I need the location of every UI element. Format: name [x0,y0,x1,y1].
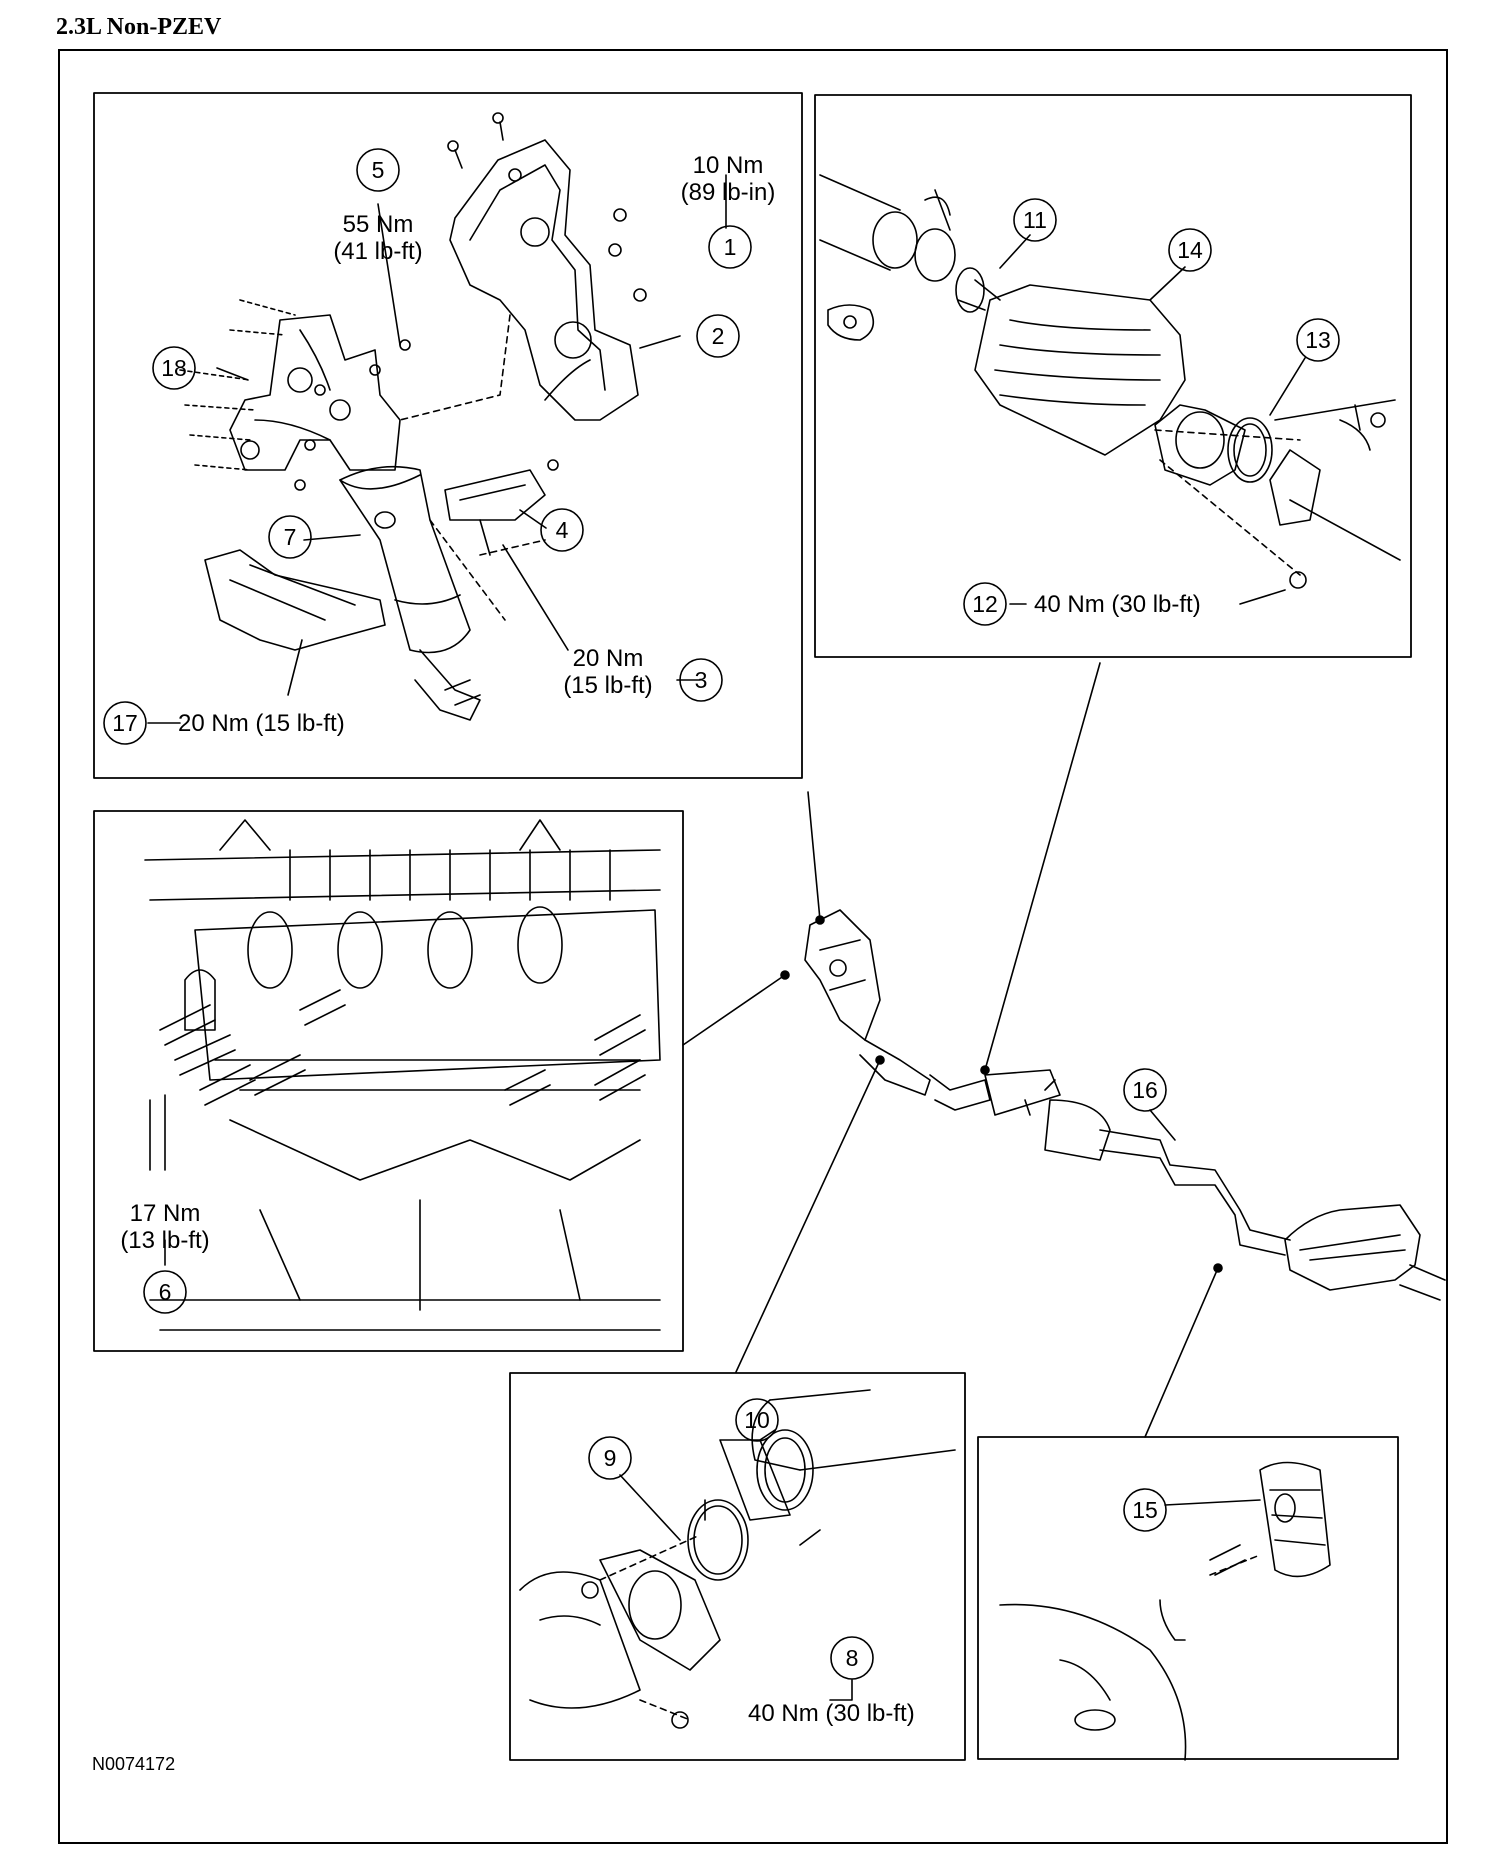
torque-1-nm: 10 Nm [692,152,764,179]
heat-shield [449,139,639,421]
overview-exhaust [682,662,1446,1438]
exhaust-manifold [229,314,401,471]
callout-14: 14 [1177,237,1203,263]
callout-4: 4 [555,517,569,543]
callout-17: 17 [112,710,138,736]
rubber-insulator [1259,1461,1331,1578]
torque-5-imp: (41 lb-ft) [333,238,423,265]
torque-3-imp: (15 lb-ft) [563,672,653,699]
torque-label-5: 55 Nm (41 lb-ft) [318,211,438,265]
torque-label-3: 20 Nm (15 lb-ft) [548,645,668,699]
callout-16: 16 [1132,1077,1158,1103]
torque-5-nm: 55 Nm [342,211,414,238]
callout-5: 5 [371,157,385,183]
panel-manifold [93,92,803,779]
pipe-10-end [756,1429,814,1511]
torque-label-6: 17 Nm (13 lb-ft) [100,1200,230,1254]
panel-insulator [977,1436,1399,1761]
torque-1-imp: (89 lb-in) [680,179,776,206]
panel-converter [814,94,1412,658]
torque-label-12: 40 Nm (30 lb-ft) [1034,591,1201,618]
callout-6: 6 [158,1279,172,1305]
callout-11: 11 [1023,207,1047,233]
callout-9: 9 [603,1445,617,1471]
gasket-9 [687,1499,749,1581]
converter-body [974,284,1186,456]
torque-label-1: 10 Nm (89 lb-in) [668,152,788,206]
lower-heat-shield [204,549,386,651]
panel-flange [509,1372,966,1761]
callout-13: 13 [1305,327,1331,353]
callout-3: 3 [694,667,708,693]
callout-2: 2 [711,323,725,349]
figure-id: N0074172 [92,1754,176,1774]
panel-engine [93,810,684,1352]
callout-1: 1 [723,234,737,260]
callout-8: 8 [845,1645,859,1671]
callout-7: 7 [283,524,297,550]
bracket [444,469,546,521]
torque-6-nm: 17 Nm [129,1200,201,1227]
torque-6-imp: (13 lb-ft) [120,1227,210,1254]
callout-12: 12 [972,591,998,617]
catalyst-converter [339,465,471,654]
page-title: 2.3L Non-PZEV [56,14,222,40]
torque-3-nm: 20 Nm [572,645,644,672]
callout-10: 10 [744,1407,770,1433]
gasket-13 [1227,417,1273,483]
torque-label-8: 40 Nm (30 lb-ft) [748,1700,915,1727]
diagram-frame [58,49,1448,1844]
callout-15: 15 [1132,1497,1158,1523]
callout-18: 18 [161,355,187,381]
torque-label-17: 20 Nm (15 lb-ft) [178,710,345,737]
